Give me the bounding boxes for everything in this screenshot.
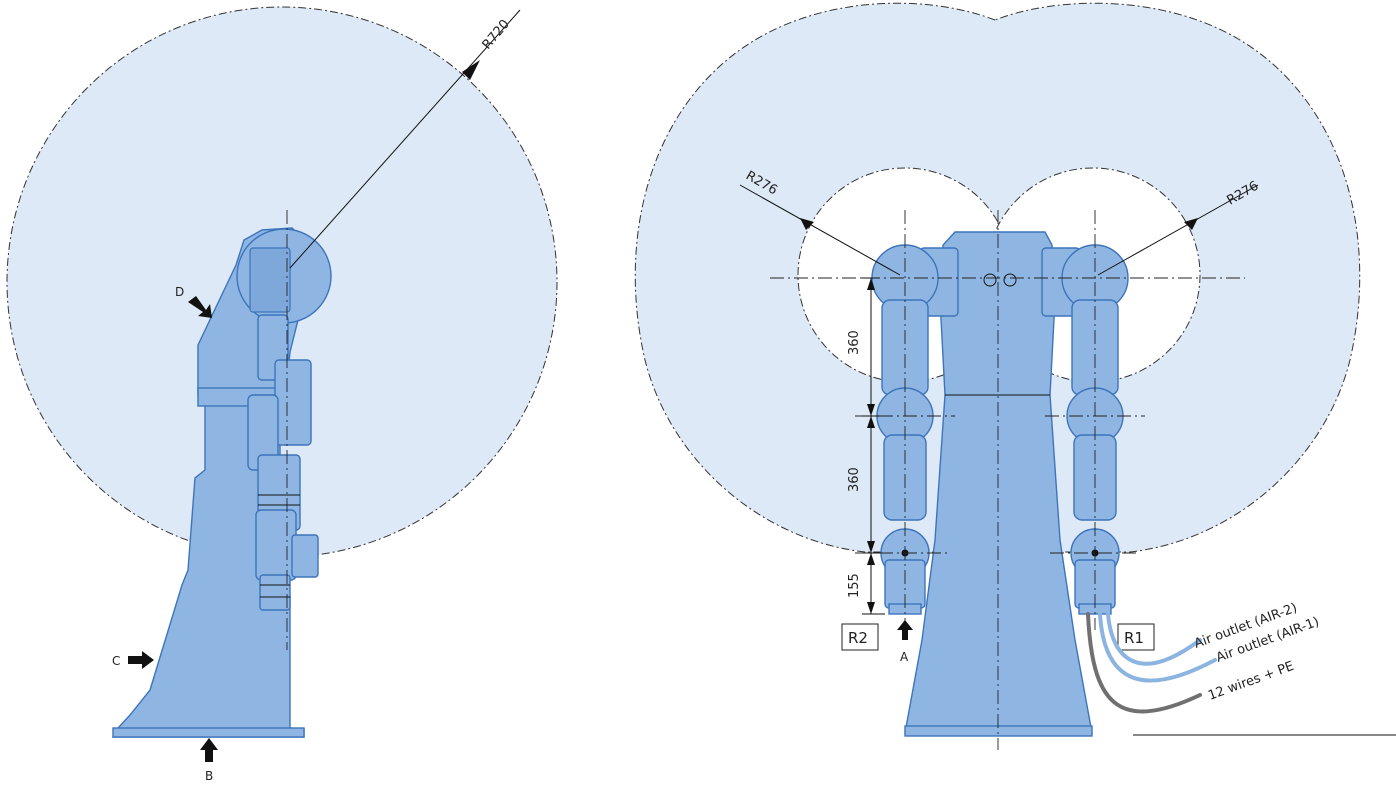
- left-base-plate: [112, 727, 305, 738]
- r276-right-leader: [1097, 184, 1259, 276]
- left-radius-leader: [289, 9, 521, 269]
- left-shoulder-cover: [249, 247, 291, 313]
- dim-arrow-3a: [867, 553, 875, 565]
- dim-arrow-2a: [867, 416, 875, 428]
- r276-left-leader: [739, 184, 901, 276]
- arrow-b: [200, 738, 218, 762]
- right-front-view: R276 R276 360 360 155 A R2 R1 Air outlet…: [634, 2, 1396, 750]
- left-flange: [259, 574, 291, 611]
- left-wrist-housing: [255, 509, 297, 581]
- right-base-plate: [904, 725, 1093, 737]
- dim-arrow-1a: [867, 278, 875, 290]
- r2-box: [841, 623, 879, 651]
- r2-box-label: R2: [848, 629, 868, 647]
- left-wrist-cover: [291, 534, 319, 578]
- dim-arrow-1b: [867, 404, 875, 416]
- dim-arrow-2b: [867, 541, 875, 553]
- label-c: C: [112, 654, 120, 668]
- left-side-view: R720 D C B: [6, 6, 558, 783]
- left-radius-arrow: [462, 60, 480, 80]
- arrow-c: [128, 651, 154, 669]
- r276-right-arrow: [1184, 218, 1198, 230]
- air-1-hose: [1098, 612, 1217, 683]
- r1-box-label: R1: [1124, 629, 1144, 647]
- label-d: D: [175, 285, 184, 299]
- dim-360-upper: 360: [847, 330, 862, 355]
- dim-360-lower: 360: [847, 467, 862, 492]
- dim-arrow-3b: [867, 602, 875, 614]
- torso-port-right: [1003, 273, 1017, 287]
- arrow-d: [188, 296, 212, 318]
- wire-cable: [1086, 612, 1202, 714]
- left-radius-label: R720: [480, 17, 513, 53]
- dim-155: 155: [847, 573, 862, 598]
- arrow-a: [897, 620, 913, 640]
- label-b: B: [205, 769, 213, 783]
- r276-left-arrow: [800, 218, 814, 230]
- air-2-hose: [1106, 612, 1202, 666]
- r1-box: [1117, 623, 1155, 651]
- label-a: A: [900, 650, 909, 664]
- torso-port-left: [983, 273, 997, 287]
- left-elbow-housing: [274, 359, 312, 446]
